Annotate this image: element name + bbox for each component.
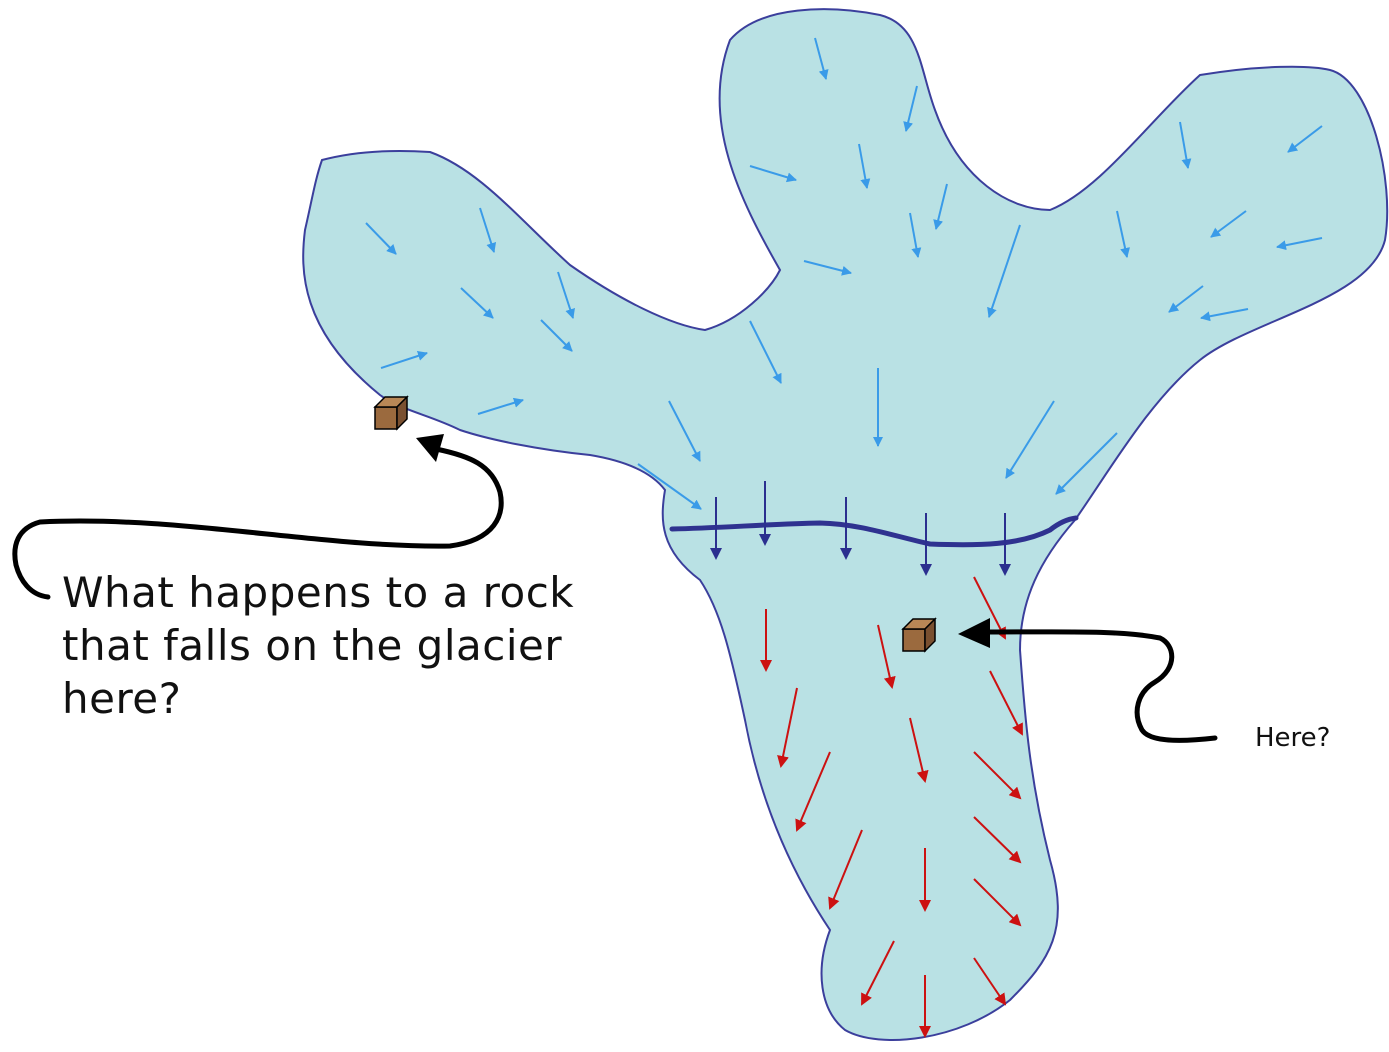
rock-cube-icon	[903, 619, 935, 651]
pointer-head-upper	[416, 434, 444, 462]
rock-cube-icon	[375, 397, 407, 429]
question-lower-rock: Here?	[1255, 722, 1330, 754]
question-upper-rock: What happens to a rock that falls on the…	[62, 566, 574, 725]
